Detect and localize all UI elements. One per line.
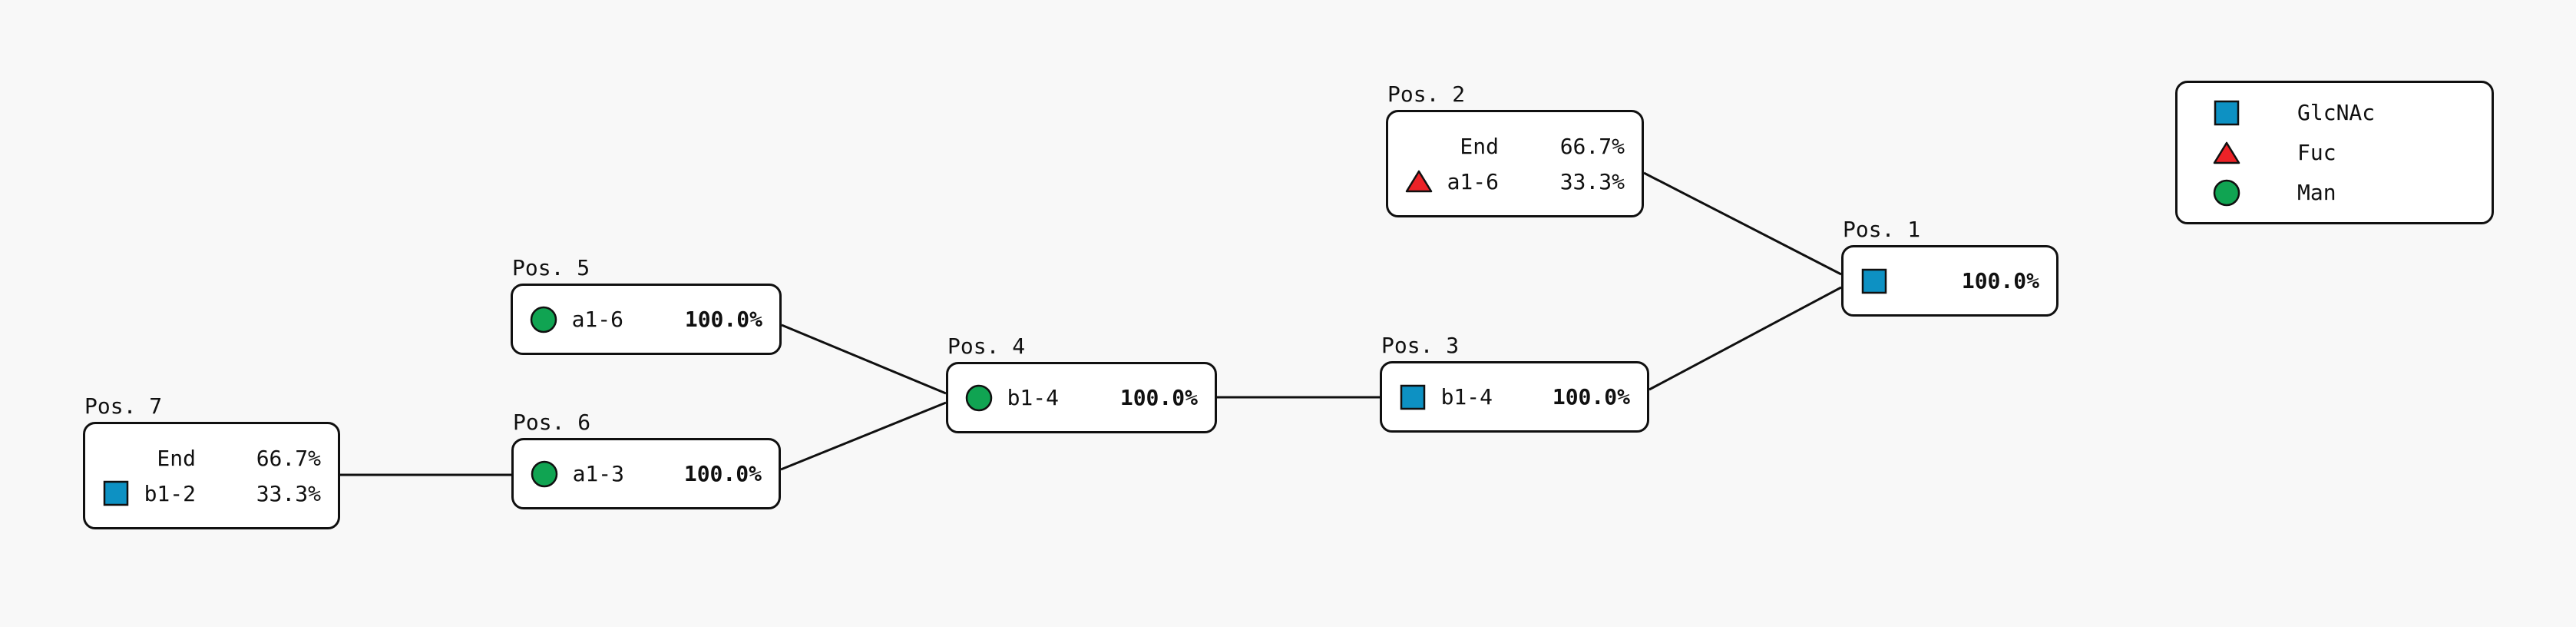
legend: GlcNAc Fuc Man xyxy=(2175,81,2494,224)
percent-value: 66.7% xyxy=(256,445,321,471)
node-row: 100.0% xyxy=(1860,264,2039,299)
linkage-label: b1-2 xyxy=(144,480,196,506)
man-circle-icon xyxy=(531,456,558,492)
percent-value: 100.0% xyxy=(1119,385,1198,410)
legend-label: Fuc xyxy=(2297,140,2336,165)
edge-pos3-pos1 xyxy=(1648,286,1842,391)
node-row: b1-2 33.3% xyxy=(102,476,321,511)
node-pos-2: Pos. 2 End 66.7% a1-6 33.3% xyxy=(1386,84,1644,217)
node-box: a1-3 100.0% xyxy=(511,438,781,509)
node-pos-6: Pos. 6 a1-3 100.0% xyxy=(511,412,781,509)
node-row: a1-6 33.3% xyxy=(1405,164,1625,199)
linkage-label: a1-6 xyxy=(571,307,623,332)
node-title: Pos. 7 xyxy=(84,393,163,419)
node-title: Pos. 3 xyxy=(1381,333,1460,358)
man-circle-icon xyxy=(2213,175,2240,211)
icon-placeholder xyxy=(1405,128,1433,164)
linkage-label: End xyxy=(157,445,196,471)
legend-item: GlcNAc xyxy=(2213,93,2492,133)
node-title: Pos. 4 xyxy=(947,333,1026,359)
node-row: a1-3 100.0% xyxy=(531,456,762,492)
edge-pos5-pos4 xyxy=(781,323,947,395)
glcnac-square-icon xyxy=(1860,264,1888,299)
edge-pos2-pos1 xyxy=(1643,171,1842,276)
fuc-triangle-icon xyxy=(1405,164,1433,199)
legend-label: GlcNAc xyxy=(2297,100,2376,125)
node-pos-3: Pos. 3 b1-4 100.0% xyxy=(1380,335,1649,433)
legend-label: Man xyxy=(2297,180,2336,205)
node-title: Pos. 1 xyxy=(1843,217,1921,242)
glcnac-square-icon xyxy=(1399,380,1427,415)
node-box: End 66.7% a1-6 33.3% xyxy=(1386,110,1644,217)
percent-value: 100.0% xyxy=(1552,384,1630,410)
edge-pos6-pos4 xyxy=(780,401,947,471)
glcnac-square-icon xyxy=(2213,95,2240,131)
legend-item: Man xyxy=(2213,173,2492,213)
linkage-label: b1-4 xyxy=(1007,385,1059,410)
legend-item: Fuc xyxy=(2213,133,2492,173)
percent-value: 100.0% xyxy=(684,307,762,332)
icon-placeholder xyxy=(102,440,130,476)
percent-value: 100.0% xyxy=(1961,268,2039,294)
linkage-label: b1-4 xyxy=(1440,384,1493,410)
percent-value: 100.0% xyxy=(683,461,762,486)
linkage-label: End xyxy=(1460,133,1499,159)
node-title: Pos. 6 xyxy=(513,410,591,435)
man-circle-icon xyxy=(965,380,993,416)
percent-value: 66.7% xyxy=(1559,133,1625,159)
node-pos-5: Pos. 5 a1-6 100.0% xyxy=(511,257,782,355)
node-box: 100.0% xyxy=(1841,245,2058,317)
percent-value: 33.3% xyxy=(256,480,321,506)
percent-value: 33.3% xyxy=(1559,168,1625,194)
node-row: End 66.7% xyxy=(102,440,321,476)
node-row: a1-6 100.0% xyxy=(530,302,762,337)
man-circle-icon xyxy=(530,302,557,337)
node-box: a1-6 100.0% xyxy=(511,284,782,355)
node-pos-4: Pos. 4 b1-4 100.0% xyxy=(946,336,1217,433)
linkage-label: a1-6 xyxy=(1447,168,1499,194)
node-title: Pos. 5 xyxy=(512,255,590,280)
glcnac-square-icon xyxy=(102,476,130,511)
node-pos-1: Pos. 1 100.0% xyxy=(1841,219,2058,317)
node-row: b1-4 100.0% xyxy=(965,380,1198,416)
node-pos-7: Pos. 7 End 66.7% b1-2 33.3% xyxy=(83,396,340,529)
node-row: b1-4 100.0% xyxy=(1399,380,1630,415)
node-box: b1-4 100.0% xyxy=(1380,361,1649,433)
node-row: End 66.7% xyxy=(1405,128,1625,164)
fuc-triangle-icon xyxy=(2213,135,2240,171)
node-title: Pos. 2 xyxy=(1387,81,1466,107)
node-box: End 66.7% b1-2 33.3% xyxy=(83,422,340,529)
linkage-label: a1-3 xyxy=(572,461,624,486)
node-box: b1-4 100.0% xyxy=(946,362,1217,433)
